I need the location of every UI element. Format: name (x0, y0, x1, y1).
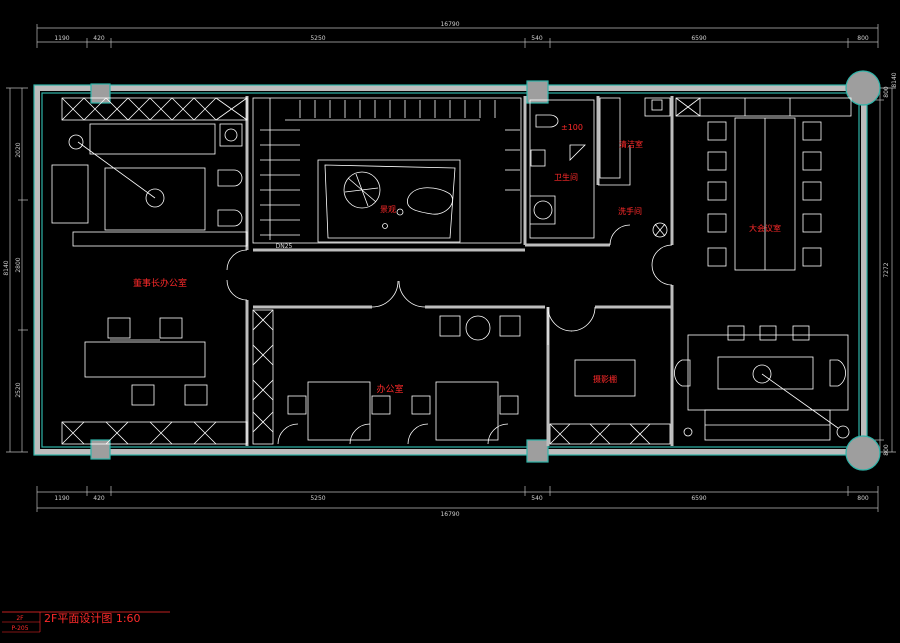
dim-top-total: 16790 (440, 21, 459, 28)
bottom-dimension-chain: 1190 420 5250 540 6590 800 16790 (36, 486, 879, 518)
label-toilet: 卫生间 (554, 172, 578, 182)
dim-left-3: 2520 (15, 382, 22, 397)
dim-bottom-1: 1190 (54, 495, 69, 502)
dim-bottom-6: 800 (857, 495, 869, 502)
dim-top-3: 5250 (310, 35, 325, 42)
drawing-title: 2F平面设计图 1:60 (44, 612, 141, 625)
photo-room: 摄影棚 (547, 306, 671, 445)
dim-top-2: 420 (93, 35, 105, 42)
left-dimension-chain: 8140 2020 2800 2520 (3, 87, 28, 453)
top-dimension-chain: 16790 1190 420 5250 540 6590 800 (36, 21, 879, 48)
dim-right-2: 7272 (883, 262, 890, 277)
staircase: 景观 DN25 (252, 97, 522, 250)
dim-bottom-3: 5250 (310, 495, 325, 502)
dim-right-1: 800 (883, 86, 890, 98)
interior-walls (245, 96, 674, 446)
label-stairs: DN25 (276, 243, 293, 250)
dim-top-5: 6590 (691, 35, 706, 42)
dim-top-6: 800 (857, 35, 869, 42)
title-code-top: 2F (16, 615, 24, 622)
label-cleaning-room: 清洁室 (619, 139, 643, 149)
dim-bottom-5: 6590 (691, 495, 706, 502)
dim-bottom-total: 16790 (440, 511, 459, 518)
title-block: 2F P-205 2F平面设计图 1:60 (2, 611, 170, 633)
dim-left-outer: 8140 (3, 260, 10, 275)
dim-top-1: 1190 (54, 35, 69, 42)
right-dimension-chain: 800 7272 800 8140 (874, 72, 898, 456)
chairman-office: 董事长办公室 (51, 97, 248, 445)
exterior-walls (33, 84, 868, 456)
label-meeting-room: 大会议室 (749, 223, 781, 233)
label-wash-room: 洗手间 (618, 206, 642, 216)
wet-area: 卫生间 ±100 清洁室 洗手间 (529, 97, 673, 286)
dim-bottom-4: 540 (531, 495, 543, 502)
dim-left-1: 2020 (15, 142, 22, 157)
office: 办公室 (252, 280, 521, 445)
structural-columns (90, 70, 881, 471)
label-landscape: 景观 (380, 205, 396, 214)
label-photo-room: 摄影棚 (593, 374, 617, 384)
dim-right-outer: 8140 (891, 72, 898, 87)
dim-bottom-2: 420 (93, 495, 105, 502)
title-code-bottom: P-205 (11, 625, 28, 632)
meeting-room: 大会议室 (674, 97, 852, 441)
label-toilet-level: ±100 (561, 123, 583, 132)
label-office: 办公室 (376, 383, 403, 395)
dim-right-3: 800 (883, 444, 890, 456)
dim-left-2: 2800 (15, 257, 22, 272)
label-chairman-office: 董事长办公室 (133, 277, 187, 289)
dim-top-4: 540 (531, 35, 543, 42)
